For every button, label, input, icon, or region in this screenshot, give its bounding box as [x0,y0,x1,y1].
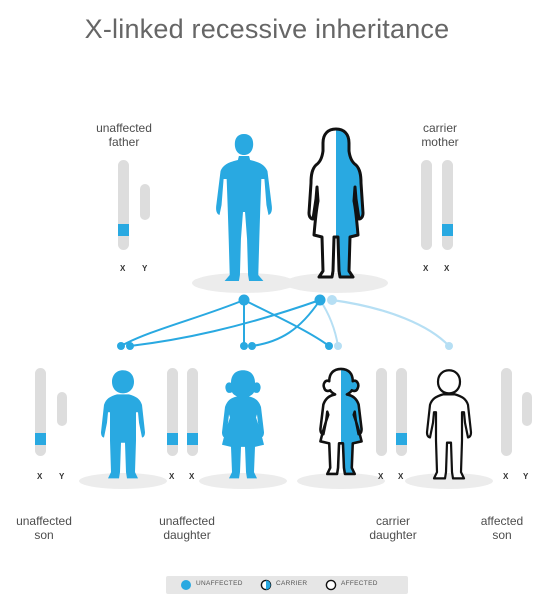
daughter-unaffected-figure [222,370,264,479]
son-unaffected-figure [101,370,145,479]
father-x-label: X [120,264,126,273]
son1-x-label: X [37,472,43,481]
son-unaffected-label: unaffected son [4,514,84,542]
legend: UNAFFECTED CARRIER AFFECTED [166,576,408,594]
father-y-label: Y [142,264,148,273]
son-affected-chromosomes [501,368,532,456]
father-figure [216,134,272,281]
son-unaffected-chromosomes [35,368,67,456]
unaffected-legend-icon [181,580,191,590]
son1-label-line1: unaffected [16,514,72,528]
son1-y-label: Y [59,472,65,481]
father-label: unaffected father [82,121,166,149]
daughter-unaffected-chromosomes [167,368,198,456]
legend-carrier-label: CARRIER [276,580,308,587]
mother-label-line1: carrier [422,121,457,135]
mother-chromosomes [421,160,453,250]
diagram-title: X-linked recessive inheritance [84,14,450,44]
son-affected-figure [425,369,473,480]
daughter1-x1-label: X [169,472,175,481]
daughter1-label-line2: daughter [163,528,211,542]
mother-figure [307,127,365,279]
ground-shadows [79,273,493,489]
carrier-legend-icon [260,579,272,591]
son1-label-line2: son [34,528,54,542]
mother-to-son2-line [330,298,451,348]
mother-x2-label: X [444,264,450,273]
father-chromosomes [118,160,150,250]
daughter1-x2-label: X [189,472,195,481]
son2-y-label: Y [523,472,529,481]
line-nodes [117,294,453,350]
father-label-line1: unaffected [96,121,152,135]
affected-legend-icon [325,579,337,591]
daughter-carrier-label: carrier daughter [348,514,438,542]
son2-label-line2: son [492,528,512,542]
son2-x-label: X [503,472,509,481]
daughter1-label-line1: unaffected [159,514,215,528]
mother-to-daughter1-line [251,299,321,347]
daughter2-label-line2: daughter [369,528,417,542]
daughter-carrier-figure [319,367,363,476]
daughter-unaffected-label: unaffected daughter [142,514,232,542]
daughter2-x2-label: X [398,472,404,481]
legend-unaffected-label: UNAFFECTED [196,580,243,587]
chromosomes [35,160,532,456]
mother-to-daughter2-line [319,299,339,347]
son2-label-line1: affected [480,514,524,528]
daughter2-x1-label: X [378,472,384,481]
legend-affected-label: AFFECTED [341,580,378,587]
father-to-daughter2-line [243,299,330,347]
son-affected-label: affected son [470,514,534,542]
inheritance-lines [120,298,451,348]
mother-x1-label: X [423,264,429,273]
mother-to-son1-line [129,299,321,347]
father-to-son1-line [120,299,245,347]
father-label-line2: father [108,135,140,149]
daughter-carrier-chromosomes [376,368,407,456]
daughter2-label-line1: carrier [375,514,410,528]
mother-label: carrier mother [400,121,480,149]
mother-label-line2: mother [421,135,459,149]
